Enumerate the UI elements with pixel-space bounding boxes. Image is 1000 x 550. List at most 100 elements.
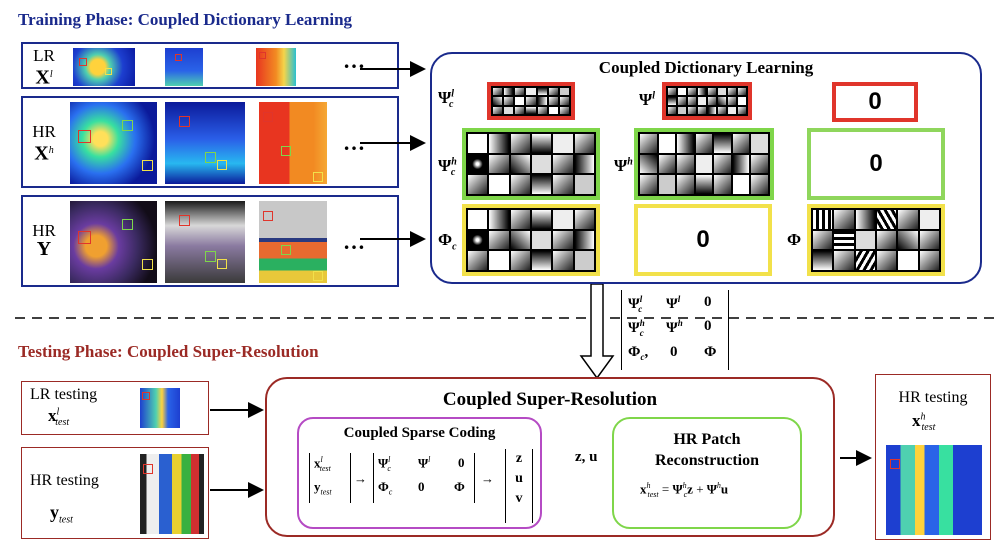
sup: l bbox=[652, 90, 656, 102]
hr-reconstruction-title-1: HR Patch bbox=[673, 431, 741, 448]
selection-green bbox=[205, 251, 216, 262]
selection-yellow bbox=[142, 259, 153, 270]
training-row-lr: LR Xl … bbox=[21, 42, 399, 89]
symbol-phi-c: Φc bbox=[438, 230, 457, 252]
hr-image-toys bbox=[165, 102, 245, 184]
selection-red bbox=[143, 464, 153, 474]
symbol-phi: Φ bbox=[787, 230, 802, 249]
training-row-hr-y: HR Y … bbox=[21, 195, 399, 287]
lr-testing-symbol: xltest bbox=[48, 406, 70, 429]
selection-red bbox=[78, 130, 91, 143]
symbol-psi-c-l: Ψlc bbox=[438, 88, 454, 110]
sup: l bbox=[451, 88, 455, 100]
selection-red bbox=[142, 392, 150, 400]
sparse-output-vector: z u v bbox=[505, 449, 533, 523]
selection-red bbox=[79, 58, 87, 66]
symbol-psi-h: Ψh bbox=[614, 156, 633, 176]
selection-green bbox=[122, 219, 133, 230]
selection-red bbox=[263, 211, 273, 221]
training-row-hr-x: HR Xh … bbox=[21, 96, 399, 188]
selection-yellow bbox=[217, 160, 227, 170]
dict-psi-c-l bbox=[487, 82, 575, 120]
selection-red bbox=[259, 52, 266, 59]
hr-reconstruction-box: HR Patch Reconstruction xhtest = Ψhcz + … bbox=[612, 417, 802, 529]
zu-label: z, u bbox=[575, 449, 598, 465]
dict-phi-c bbox=[462, 204, 600, 276]
hr-testing-label: HR testing bbox=[30, 472, 99, 489]
symbol-psi-l: Ψl bbox=[639, 90, 655, 110]
hr-image-chart bbox=[259, 102, 327, 184]
hr-testing-box: HR testing ytest bbox=[21, 447, 209, 539]
selection-red bbox=[179, 215, 190, 226]
hr-image-flowers bbox=[70, 102, 157, 184]
row-symbol: X bbox=[35, 66, 50, 89]
hr-testing-image bbox=[140, 454, 204, 534]
csr-title: Coupled Super-Resolution bbox=[442, 389, 658, 410]
hr-reconstruction-equation: xhtest = Ψhcz + Ψhu bbox=[640, 481, 729, 499]
psi-symbol: Ψ bbox=[438, 156, 452, 175]
row-symbol: Y bbox=[36, 238, 52, 260]
hr-testing-symbol: ytest bbox=[50, 502, 73, 526]
sparse-arrow-1: → bbox=[354, 471, 367, 486]
selection-green bbox=[281, 146, 291, 156]
dict-psi-h bbox=[634, 128, 774, 200]
lr-testing-box: LR testing xltest bbox=[21, 381, 209, 435]
matrix-r3c3: Φ bbox=[704, 344, 717, 360]
zero-block-r2: 0 bbox=[807, 128, 945, 200]
psi-symbol: Ψ bbox=[614, 156, 628, 175]
selection-green bbox=[205, 152, 216, 163]
matrix-r3c2: 0 bbox=[670, 344, 678, 360]
lr-image-toys bbox=[165, 48, 203, 86]
selection-red bbox=[263, 112, 273, 122]
sparse-coding-box: Coupled Sparse Coding xltest ytest → Ψlc… bbox=[297, 417, 542, 529]
selection-yellow bbox=[313, 172, 323, 182]
selection-red bbox=[175, 54, 182, 61]
sparse-coding-title: Coupled Sparse Coding bbox=[343, 425, 496, 441]
selection-red bbox=[890, 459, 900, 469]
selection-green bbox=[281, 245, 291, 255]
psi-symbol: Ψ bbox=[438, 88, 452, 107]
psi-symbol: Ψ bbox=[639, 90, 653, 109]
lr-testing-label: LR testing bbox=[30, 386, 98, 403]
row-kind: HR bbox=[32, 122, 56, 141]
row-kind: HR bbox=[32, 221, 56, 240]
hr-output-box: HR testing xhtest bbox=[875, 374, 991, 540]
ellipsis: … bbox=[343, 48, 367, 73]
row-kind: LR bbox=[33, 46, 55, 65]
selection-yellow bbox=[142, 160, 153, 171]
selection-yellow bbox=[313, 271, 323, 281]
ellipsis: … bbox=[343, 130, 367, 155]
hr-output-label: HR testing bbox=[898, 389, 968, 406]
selection-yellow bbox=[217, 259, 227, 269]
selection-green bbox=[122, 120, 133, 131]
matrix-r3c1: Φc, bbox=[628, 344, 649, 362]
dict-psi-l bbox=[662, 82, 752, 120]
row-label-lr: LR Xl bbox=[27, 46, 61, 88]
hr-output-image bbox=[886, 445, 982, 535]
sparse-arrow-2: → bbox=[481, 471, 494, 486]
lr-testing-image bbox=[140, 388, 180, 428]
hr-output-symbol: xhtest bbox=[912, 411, 936, 434]
rgb-image-flowers bbox=[70, 201, 157, 283]
sparse-input-vector: xltest ytest bbox=[309, 453, 351, 503]
selection-red bbox=[78, 231, 91, 244]
sup: h bbox=[627, 156, 633, 168]
dict-phi bbox=[807, 204, 945, 276]
dict-psi-c-h bbox=[462, 128, 600, 200]
rgb-image-chart bbox=[259, 201, 327, 283]
ellipsis: … bbox=[343, 229, 367, 254]
matrix-r1c3: 0 bbox=[704, 294, 712, 310]
sub: c bbox=[449, 99, 454, 111]
matrix-r1c1: Ψlc bbox=[628, 294, 643, 314]
row-symbol: X bbox=[34, 142, 49, 165]
lr-image-chart bbox=[256, 48, 296, 86]
block-matrix: Ψlc Ψl 0 Ψhc Ψh 0 Φc, 0 Φ bbox=[621, 290, 729, 370]
sub: c bbox=[450, 167, 456, 179]
selection-red bbox=[179, 116, 190, 127]
csr-box: Coupled Super-Resolution Coupled Sparse … bbox=[265, 377, 835, 537]
phi-symbol: Φ bbox=[438, 230, 453, 249]
cdl-box: Coupled Dictionary Learning Ψlc Ψl 0 Ψhc… bbox=[430, 52, 982, 284]
matrix-r2c1: Ψhc bbox=[628, 318, 645, 338]
testing-phase-title: Testing Phase: Coupled Super-Resolution bbox=[18, 342, 319, 361]
symbol-psi-c-h: Ψhc bbox=[438, 156, 457, 179]
